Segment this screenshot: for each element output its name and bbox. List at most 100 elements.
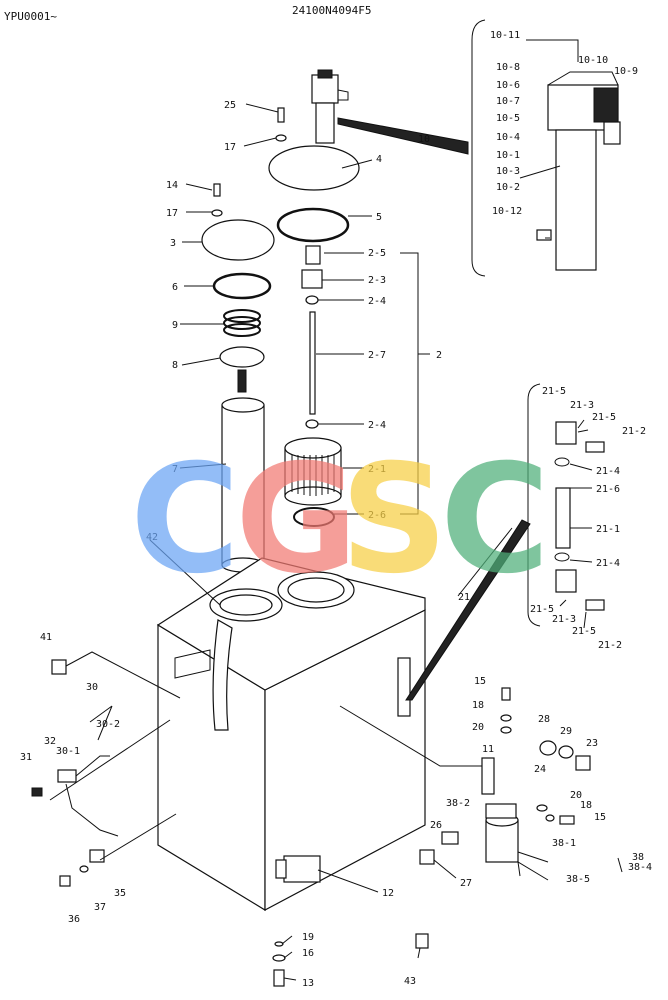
callout-21-5a: 21-5 bbox=[542, 386, 566, 397]
callout-38-5: 38-5 bbox=[566, 874, 590, 885]
callout-20a: 20 bbox=[472, 722, 484, 733]
o-ring-2-6 bbox=[293, 507, 335, 527]
callout-43: 43 bbox=[404, 976, 416, 987]
callout-10-7: 10-7 bbox=[496, 96, 520, 107]
o-ring-6 bbox=[212, 272, 272, 300]
callout-18b: 18 bbox=[580, 800, 592, 811]
callout-3: 3 bbox=[170, 238, 176, 249]
callout-30-1: 30-1 bbox=[56, 746, 80, 757]
hydraulic-tank bbox=[156, 557, 426, 912]
bracket-11 bbox=[481, 757, 495, 795]
watermark-letter-2: G bbox=[235, 433, 359, 607]
callout-21-5b: 21-5 bbox=[592, 412, 616, 423]
group-bracket-2 bbox=[400, 252, 419, 515]
spring-9 bbox=[223, 309, 261, 337]
callout-16: 16 bbox=[302, 948, 314, 959]
callout-24: 24 bbox=[534, 764, 546, 775]
callout-2-6: 2-6 bbox=[368, 510, 386, 521]
callout-14: 14 bbox=[166, 180, 178, 191]
rod-2-7 bbox=[309, 311, 316, 415]
callout-8: 8 bbox=[172, 360, 178, 371]
callout-17b: 17 bbox=[166, 208, 178, 219]
callout-37: 37 bbox=[94, 902, 106, 913]
callout-12: 12 bbox=[382, 888, 394, 899]
callout-18a: 18 bbox=[472, 700, 484, 711]
callout-9: 9 bbox=[172, 320, 178, 331]
callout-4: 4 bbox=[376, 154, 382, 165]
callout-10-10: 10-10 bbox=[578, 55, 608, 66]
filler-cap-assembly bbox=[311, 69, 349, 144]
callout-38-2: 38-2 bbox=[446, 798, 470, 809]
callout-38: 38 bbox=[632, 852, 644, 863]
callout-7: 7 bbox=[172, 464, 178, 475]
callout-21-5d: 21-5 bbox=[572, 626, 596, 637]
callout-15b: 15 bbox=[594, 812, 606, 823]
fitting-23 bbox=[575, 755, 591, 771]
callout-23: 23 bbox=[586, 738, 598, 749]
callout-38-1: 38-1 bbox=[552, 838, 576, 849]
callout-21: 21 bbox=[458, 592, 470, 603]
level-sensor-30 bbox=[31, 755, 119, 837]
callout-2-5: 2-5 bbox=[368, 248, 386, 259]
callout-19: 19 bbox=[302, 932, 314, 943]
callout-15a: 15 bbox=[474, 676, 486, 687]
fitting-28 bbox=[539, 740, 557, 756]
callout-10-1: 10-1 bbox=[496, 150, 520, 161]
inset-bracket-10 bbox=[471, 19, 486, 277]
bolt-14 bbox=[213, 183, 221, 197]
washer-16 bbox=[272, 954, 286, 962]
callout-10: 10 bbox=[418, 134, 430, 145]
callout-2-4b: 2-4 bbox=[368, 420, 386, 431]
bolt-13 bbox=[273, 969, 285, 987]
callout-21-4a: 21-4 bbox=[596, 466, 620, 477]
leader-10-wedge bbox=[337, 117, 469, 155]
callout-30-2: 30-2 bbox=[96, 719, 120, 730]
cover-plate-4 bbox=[268, 145, 360, 191]
fitting-27 bbox=[419, 849, 435, 865]
bolt-15b bbox=[559, 815, 575, 825]
callout-10-8: 10-8 bbox=[496, 62, 520, 73]
callout-10-9: 10-9 bbox=[614, 66, 638, 77]
fitting-29 bbox=[558, 745, 574, 759]
callout-29: 29 bbox=[560, 726, 572, 737]
part-number-title: 24100N4094F5 bbox=[292, 4, 372, 17]
callout-27: 27 bbox=[460, 878, 472, 889]
callout-42: 42 bbox=[146, 532, 158, 543]
callout-21-6: 21-6 bbox=[596, 484, 620, 495]
callout-6: 6 bbox=[172, 282, 178, 293]
callout-5: 5 bbox=[376, 212, 382, 223]
callout-2-1: 2-1 bbox=[368, 464, 386, 475]
callout-labels: 25 17 4 14 17 5 3 6 9 8 7 42 2-5 2-3 2-4… bbox=[20, 30, 652, 989]
callout-10-6: 10-6 bbox=[496, 80, 520, 91]
washer-19 bbox=[274, 941, 284, 947]
callout-10-3: 10-3 bbox=[496, 166, 520, 177]
bolt-15a bbox=[501, 687, 511, 701]
callout-28: 28 bbox=[538, 714, 550, 725]
callout-2-4a: 2-4 bbox=[368, 296, 386, 307]
callout-35: 35 bbox=[114, 888, 126, 899]
callout-10-5: 10-5 bbox=[496, 113, 520, 124]
nut-2-3 bbox=[301, 269, 323, 289]
document-code: YPU0001~ bbox=[4, 10, 57, 23]
callout-2-3: 2-3 bbox=[368, 275, 386, 286]
callout-32: 32 bbox=[44, 736, 56, 747]
callout-21-1: 21-1 bbox=[596, 524, 620, 535]
o-ring-5 bbox=[276, 207, 350, 243]
callout-30: 30 bbox=[86, 682, 98, 693]
washer-17b bbox=[211, 209, 223, 217]
callout-41: 41 bbox=[40, 632, 52, 643]
callout-25: 25 bbox=[224, 100, 236, 111]
callout-11: 11 bbox=[482, 744, 494, 755]
callout-20b: 20 bbox=[570, 790, 582, 801]
bolt-25 bbox=[277, 107, 285, 123]
callout-10-2: 10-2 bbox=[496, 182, 520, 193]
return-filter-38 bbox=[485, 803, 519, 863]
watermark-letter-1: C bbox=[130, 433, 241, 607]
callout-31: 31 bbox=[20, 752, 32, 763]
plug-35 bbox=[89, 849, 105, 863]
callout-26: 26 bbox=[430, 820, 442, 831]
gauge-on-tank bbox=[397, 657, 411, 717]
callout-21-5c: 21-5 bbox=[530, 604, 554, 615]
nut-2-4b bbox=[305, 419, 319, 429]
watermark-letter-4: C bbox=[440, 433, 551, 607]
